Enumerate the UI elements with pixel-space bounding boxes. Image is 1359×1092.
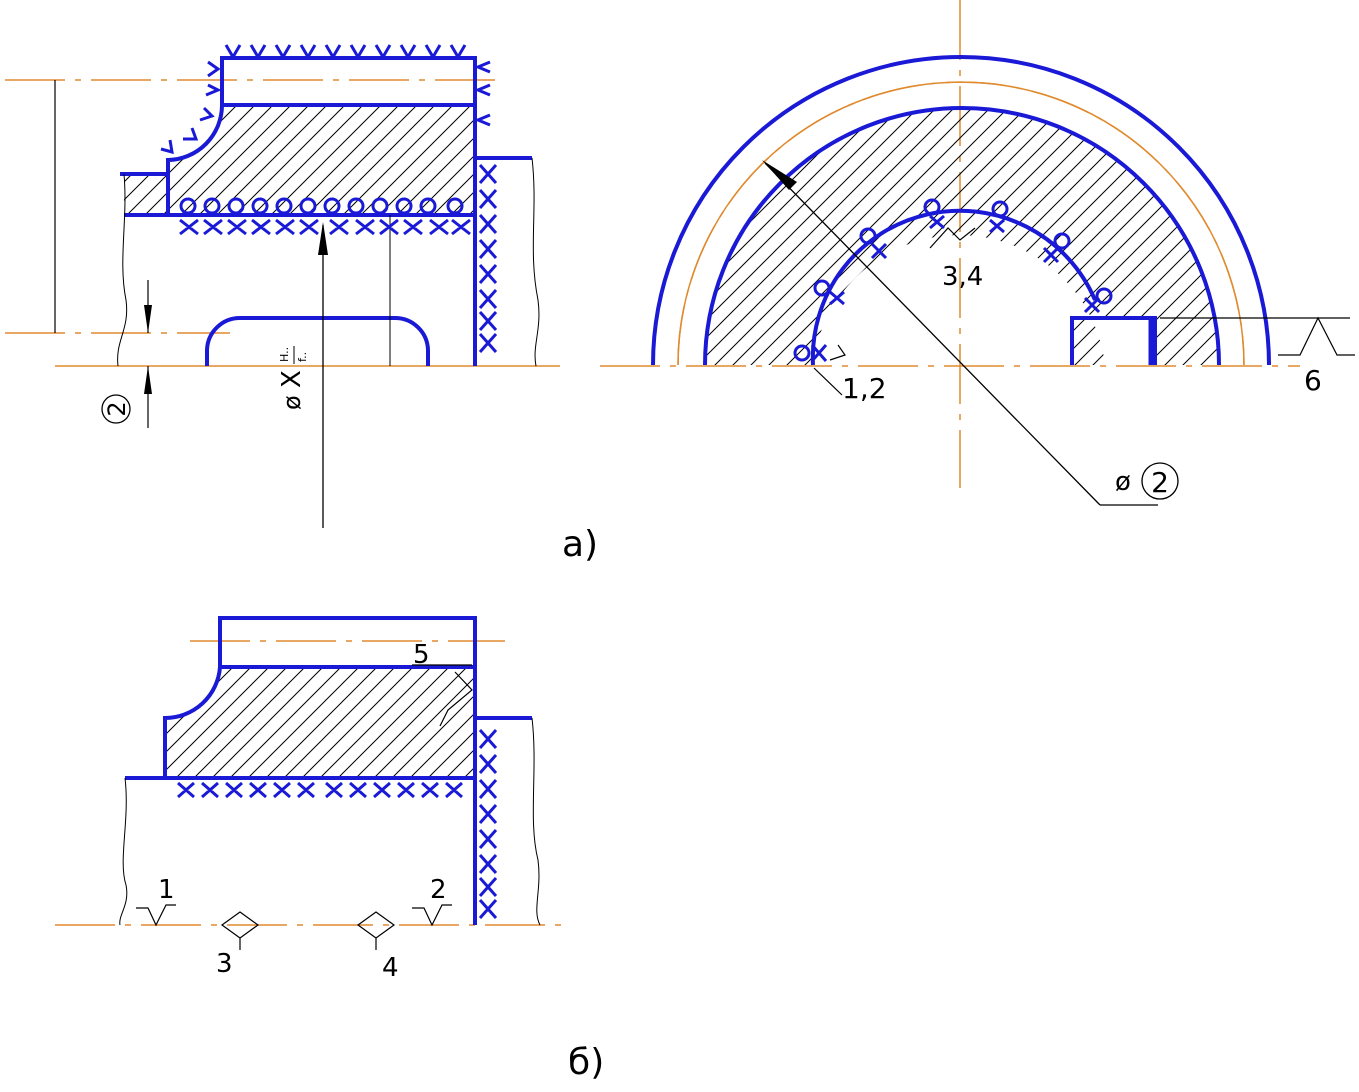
label-surface-1: 1 xyxy=(158,875,175,905)
label-diameter-prefix: ø xyxy=(278,395,306,410)
label-diameter-prefix-2: ø xyxy=(1115,467,1131,497)
label-surface-2: 2 xyxy=(430,875,447,905)
label-fit: X xyxy=(277,370,307,388)
view-b-section: 5 1 2 3 4 xyxy=(55,616,570,983)
view-a-left-section: 2 ø X H.. f.. xyxy=(5,44,560,528)
view-a-caption: а) xyxy=(562,524,598,565)
label-surface-5: 5 xyxy=(413,640,430,670)
label-surface-3: 3 xyxy=(216,949,233,979)
label-fit-lower: f.. xyxy=(296,352,309,362)
label-fit-upper: H.. xyxy=(278,347,291,362)
label-size-circled: 2 xyxy=(103,401,131,416)
label-dia-circled: 2 xyxy=(1151,466,1169,499)
view-b-caption: б) xyxy=(568,1042,604,1083)
view-a-end-view: 1,2 3,4 6 ø 2 xyxy=(600,0,1355,506)
label-surface-6: 6 xyxy=(1304,364,1322,397)
label-cross-ref-34: 3,4 xyxy=(942,262,983,292)
label-cross-ref-12: 1,2 xyxy=(842,372,887,405)
label-surface-4: 4 xyxy=(382,953,399,983)
